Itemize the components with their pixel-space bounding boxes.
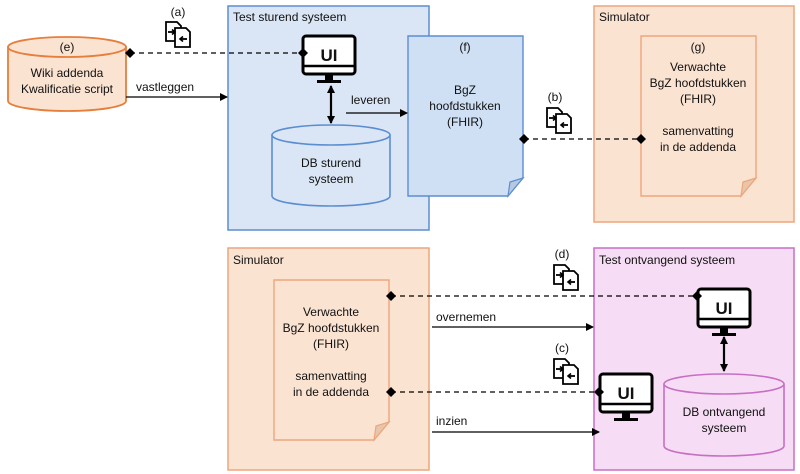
label-d: (d): [555, 247, 570, 261]
db-ontvangend-line1: DB ontvangend: [683, 405, 766, 419]
db-sturend-cylinder: [271, 124, 391, 207]
wiki-line2: Kwalificatie script: [21, 82, 114, 96]
sim-bottom-doc-line1: Verwachte: [303, 305, 359, 319]
exchange-icon-a: [165, 21, 191, 48]
sim-top-doc-line5: in de addenda: [660, 140, 736, 154]
sim-bottom-doc-line2: BgZ hoofdstukken: [283, 321, 380, 335]
sim-bottom-doc-line3: (FHIR): [313, 337, 349, 351]
sim-bottom-doc-line5: in de addenda: [293, 385, 369, 399]
label-f: (f): [459, 40, 470, 54]
db-sturend-line2: systeem: [309, 172, 354, 186]
arrow-vastleggen-label: vastleggen: [136, 80, 194, 94]
exchange-icon-b: [546, 107, 572, 134]
label-c: (c): [555, 341, 569, 355]
wiki-addenda-cylinder: [7, 36, 127, 112]
arrow-leveren-label: leveren: [351, 93, 390, 107]
sim-top-doc-line3: (FHIR): [680, 92, 716, 106]
bgz-document-f: [407, 35, 525, 199]
test-sturend-systeem-title: Test sturend systeem: [233, 10, 346, 24]
arrow-inzien-label: inzien: [436, 414, 467, 428]
label-b: (b): [548, 90, 563, 104]
label-a: (a): [171, 5, 186, 19]
ui-receiving-top-label: UI: [716, 299, 733, 318]
sim-top-doc-line1: Verwachte: [670, 60, 726, 74]
test-ontvangend-systeem-title: Test ontvangend systeem: [599, 253, 735, 267]
db-ontvangend-cylinder: [663, 373, 785, 457]
doc-f-line2: hoofdstukken: [429, 99, 500, 113]
arrow-overnemen-label: overnemen: [436, 310, 496, 324]
sim-top-doc-line4: samenvatting: [662, 124, 733, 138]
ui-top-label: UI: [321, 46, 338, 65]
doc-f-line1: BgZ: [454, 83, 476, 97]
exchange-icon-c: [553, 358, 579, 385]
exchange-icon-d: [553, 264, 579, 291]
sim-bottom-doc-line4: samenvatting: [295, 369, 366, 383]
label-e: (e): [60, 40, 75, 54]
wiki-line1: Wiki addenda: [31, 66, 104, 80]
simulator-top-document-g: [640, 35, 758, 199]
db-sturend-line1: DB sturend: [301, 156, 361, 170]
simulator-bottom-document: [273, 279, 391, 443]
label-g: (g): [691, 40, 706, 54]
simulator-bottom-title: Simulator: [233, 253, 284, 267]
db-ontvangend-line2: systeem: [702, 421, 747, 435]
sim-top-doc-line2: BgZ hoofdstukken: [650, 76, 747, 90]
ui-receiving-bottom-label: UI: [618, 384, 635, 403]
doc-f-line3: (FHIR): [447, 115, 483, 129]
simulator-top-title: Simulator: [599, 10, 650, 24]
